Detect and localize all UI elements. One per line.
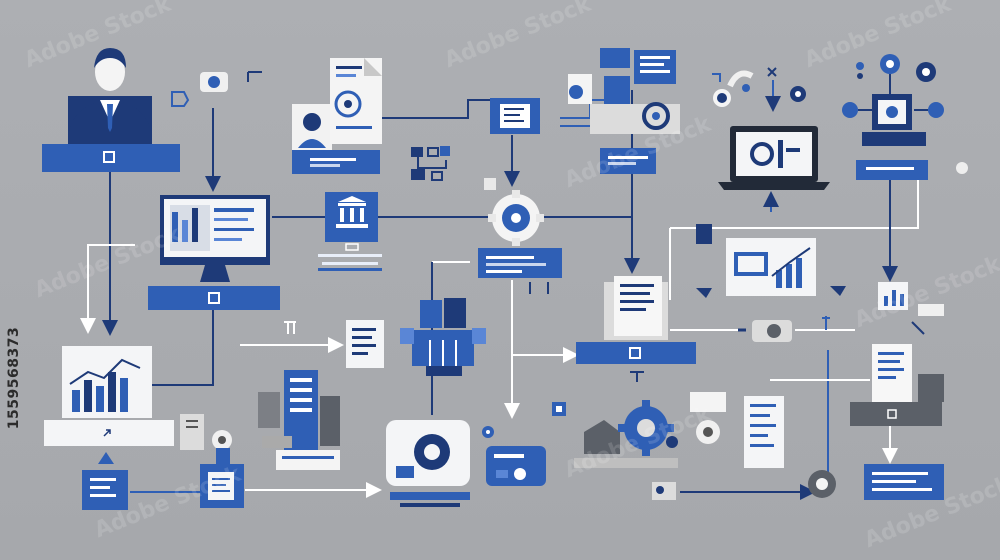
growth-chart-node [696, 224, 846, 298]
security-camera-icon [738, 316, 830, 342]
stock-image-id: 1559568373 [6, 326, 22, 430]
monitor-node [148, 195, 280, 310]
clipboard-icon [180, 414, 232, 450]
document-icon-top [490, 98, 540, 134]
server-node [842, 54, 968, 180]
document-icon-mid [284, 320, 384, 368]
bottom-right-node [652, 464, 944, 500]
gear-hub-node [478, 178, 562, 294]
document-station-node [576, 276, 696, 382]
report-document-node [850, 344, 944, 426]
factory-gear-node [574, 392, 726, 468]
laptop-icon [718, 126, 830, 190]
terminal-icon [486, 446, 546, 486]
building-node [318, 192, 382, 271]
chart-icon-left [44, 346, 174, 446]
analytics-hub-node [560, 48, 680, 174]
bracket-icon [247, 71, 262, 82]
businessman-node [42, 48, 180, 172]
sitemap-icon [411, 146, 450, 181]
top-right-icons [712, 62, 864, 107]
storage-node [258, 370, 340, 470]
tall-document-icon [744, 396, 784, 468]
printer-icon [386, 420, 494, 507]
mini-chart-icon [878, 282, 944, 335]
camera-icon [200, 72, 228, 92]
bottom-left-docs [82, 448, 244, 510]
square-marker-icon [552, 402, 566, 416]
network-cluster-node [400, 298, 486, 376]
profile-document-node [292, 58, 382, 174]
tag-icon [171, 91, 190, 107]
